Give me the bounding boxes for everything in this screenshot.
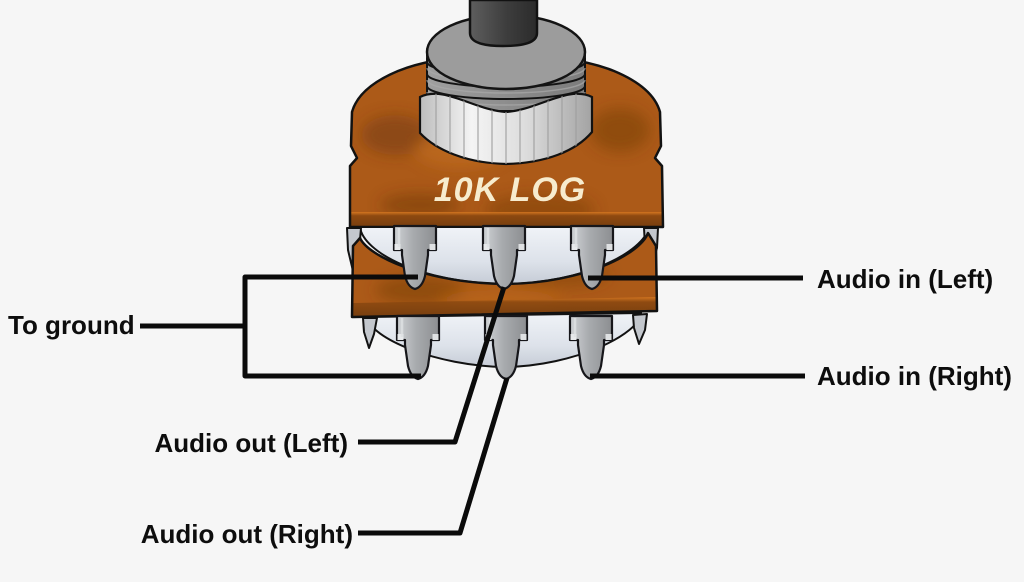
pot-side-tab-left-bottom (362, 317, 378, 349)
label-to-ground: To ground (8, 310, 135, 340)
label-audio-in-right: Audio in (Right) (817, 361, 1012, 391)
wires (140, 274, 805, 536)
pot-shaft (468, 0, 539, 48)
pot-side-tab-right-bottom (632, 313, 648, 345)
pot-marking-text: 10K LOG (434, 171, 586, 209)
wire-ground-bracket (242, 274, 421, 379)
label-audio-in-left: Audio in (Left) (817, 264, 994, 294)
label-audio-out-left: Audio out (Left) (154, 428, 349, 458)
wire-audio-out-left (358, 286, 507, 445)
wire-audio-out-right (358, 377, 510, 536)
label-audio-out-right: Audio out (Right) (140, 519, 353, 549)
potentiometer: 10K LOG (346, 0, 665, 381)
pot-collar (418, 92, 594, 166)
